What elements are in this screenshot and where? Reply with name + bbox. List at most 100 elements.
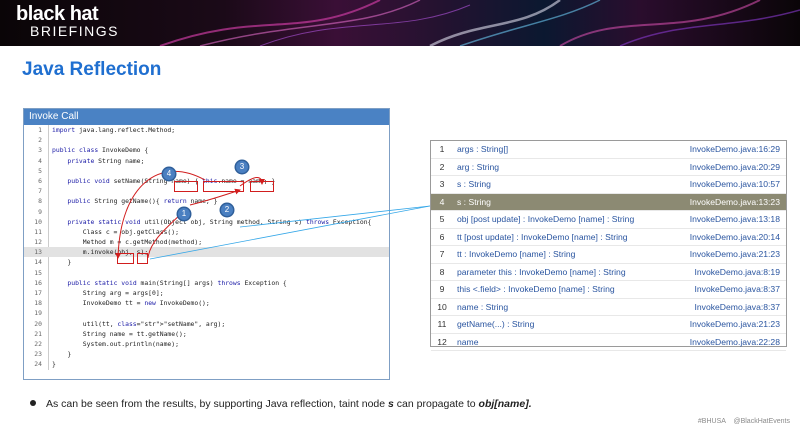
- code-text: import java.lang.reflect.Method;: [52, 126, 176, 134]
- result-number: 2: [439, 161, 445, 172]
- code-line: 16 public static void main(String[] args…: [24, 278, 389, 288]
- result-number: 1: [439, 144, 445, 154]
- code-line: 12 Method m = c.getMethod(method);: [24, 237, 389, 247]
- code-text: System.out.println(name);: [52, 339, 179, 348]
- code-line: 15: [24, 268, 389, 278]
- line-number: 5: [38, 166, 42, 175]
- result-location: InvokeDemo.java:8:19: [694, 266, 780, 277]
- code-line: 3 public class InvokeDemo {: [24, 145, 389, 155]
- code-text: Class c = obj.getClass();: [52, 227, 179, 236]
- code-line: 18 InvokeDemo tt = new InvokeDemo();: [24, 298, 389, 308]
- result-location: InvokeDemo.java:21:23: [689, 249, 780, 259]
- code-line: 23 }: [24, 349, 389, 359]
- result-number: 9: [439, 284, 445, 294]
- line-number: 4: [38, 156, 42, 165]
- event-banner: black hat BRIEFINGS: [0, 0, 800, 46]
- footer-hashtag: #BHUSA: [697, 418, 726, 425]
- code-text: }: [52, 350, 72, 359]
- result-location: InvokeDemo.java:10:57: [689, 179, 780, 189]
- result-row[interactable]: 3 s : String InvokeDemo.java:10:57: [431, 176, 786, 194]
- logo-line1: black hat: [16, 3, 99, 25]
- blackhat-logo: black hat BRIEFINGS: [16, 4, 119, 39]
- line-number: 18: [34, 299, 42, 308]
- line-number: 9: [38, 207, 42, 216]
- result-node: args : String[]: [457, 144, 509, 154]
- result-location: InvokeDemo.java:13:23: [689, 196, 780, 207]
- code-text: Method m = c.getMethod(method);: [52, 238, 203, 247]
- bullet-text-1: As can be seen from the results, by supp…: [46, 398, 389, 410]
- result-location: InvokeDemo.java:16:29: [689, 144, 780, 154]
- code-text: String arg = args[0];: [52, 289, 164, 297]
- result-location: InvokeDemo.java:21:23: [689, 319, 780, 329]
- result-row[interactable]: 1 args : String[] InvokeDemo.java:16:29: [431, 141, 786, 159]
- result-number: 8: [439, 266, 445, 277]
- line-number: 23: [34, 350, 42, 359]
- highlight-box-name-param: [174, 181, 198, 192]
- line-number: 21: [34, 329, 42, 338]
- code-line: 11 Class c = obj.getClass();: [24, 227, 389, 237]
- code-line: 10 private static void util(Object obj, …: [24, 217, 389, 227]
- result-row[interactable]: 12 name InvokeDemo.java:22:28: [431, 334, 786, 351]
- code-line: 14 }: [24, 257, 389, 267]
- result-number: 4: [439, 196, 445, 207]
- code-line: 9: [24, 207, 389, 217]
- code-text: String name = tt.getName();: [52, 329, 187, 338]
- code-text: }: [52, 360, 56, 369]
- result-number: 12: [437, 336, 447, 347]
- logo-line2: BRIEFINGS: [30, 23, 119, 39]
- code-line: 4 private String name;: [24, 156, 389, 166]
- line-number: 17: [34, 289, 42, 297]
- result-location: InvokeDemo.java:22:28: [689, 336, 780, 347]
- code-panel-title: Invoke Call: [24, 109, 389, 125]
- line-number: 19: [34, 309, 42, 318]
- result-number: 5: [439, 214, 445, 224]
- highlight-box-name-value: [250, 181, 274, 192]
- code-text: private String name;: [67, 156, 145, 165]
- result-number: 3: [439, 179, 445, 189]
- code-text: util(tt, class="str">"setName", arg);: [52, 319, 226, 328]
- code-line: 24}: [24, 359, 389, 369]
- code-text: public class InvokeDemo {: [52, 146, 149, 155]
- code-line: 17 String arg = args[0];: [24, 288, 389, 298]
- code-text: }: [52, 258, 72, 267]
- result-node: tt [post update] : InvokeDemo [name] : S…: [457, 231, 628, 242]
- line-number: 10: [34, 217, 42, 226]
- code-line: 1 import java.lang.reflect.Method;: [24, 125, 389, 135]
- result-node: name : String: [457, 301, 509, 312]
- line-number: 16: [34, 278, 42, 287]
- result-node: name: [457, 336, 479, 347]
- line-number: 24: [34, 360, 42, 369]
- code-line: 20 util(tt, class="str">"setName", arg);: [24, 319, 389, 329]
- result-location: InvokeDemo.java:13:18: [689, 214, 780, 224]
- line-number: 1: [38, 126, 42, 134]
- banner-art: [159, 0, 800, 46]
- result-location: InvokeDemo.java:20:14: [689, 231, 780, 242]
- code-text: private static void util(Object obj, Str…: [67, 217, 372, 226]
- result-location: InvokeDemo.java:8:37: [694, 301, 780, 312]
- step-marker-3: 3: [236, 161, 248, 173]
- code-text: public String getName(){ return name; }: [67, 197, 218, 206]
- result-number: 7: [439, 249, 445, 259]
- code-line: 2: [24, 135, 389, 145]
- line-number: 2: [38, 136, 42, 145]
- line-number: 20: [34, 319, 42, 328]
- bullet-text-2: can propagate to: [393, 398, 479, 410]
- code-line: 21 String name = tt.getName();: [24, 329, 389, 339]
- highlight-box-s: [137, 253, 148, 264]
- code-panel: Invoke Call 1 import java.lang.reflect.Me…: [23, 108, 390, 380]
- result-node: s : String: [457, 179, 491, 189]
- step-marker-1: 1: [178, 208, 190, 220]
- line-number: 3: [38, 146, 42, 155]
- line-number: 13: [34, 248, 42, 257]
